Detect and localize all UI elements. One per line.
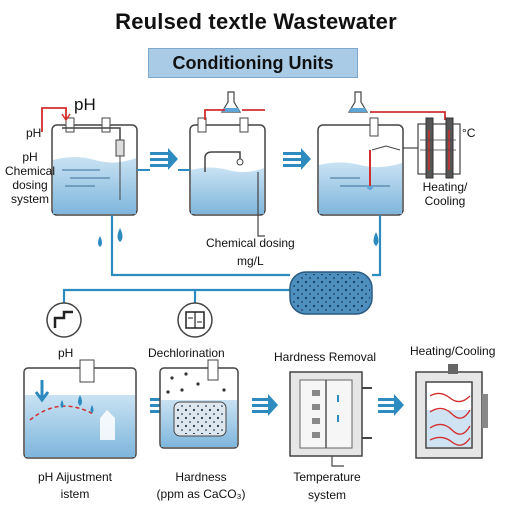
flow-arrow-5 bbox=[378, 394, 404, 416]
diagram-title: Reulsed textle Wastewater bbox=[115, 9, 397, 34]
ph-adjustment-title: pH bbox=[58, 346, 74, 360]
hardness-label-line-1: Hardness bbox=[175, 470, 227, 484]
hardness-removal-unit bbox=[289, 371, 372, 467]
dechlorination-title: Dechlorination bbox=[148, 346, 225, 360]
drop-icon bbox=[117, 228, 123, 242]
hardness-label-line-2: (ppm as CaCO₃) bbox=[156, 487, 246, 501]
dosing-label-line-1: pH bbox=[22, 150, 38, 164]
dosing-flask-icon-2 bbox=[347, 91, 369, 113]
temperature-unit-label: °C bbox=[462, 126, 476, 140]
ph-adjustment-label-line-2: istem bbox=[60, 487, 90, 501]
heating-cooling-title: Heating/Cooling bbox=[410, 344, 496, 358]
flow-arrow-4 bbox=[252, 394, 278, 416]
dosing-label-line-3: dosing bbox=[12, 178, 48, 192]
flow-arrow-1 bbox=[150, 148, 178, 170]
tank-ph-adjustment bbox=[23, 359, 137, 459]
heating-cooling-label-line-2: Cooling bbox=[424, 194, 466, 208]
temperature-system-label-line-1: Temperature bbox=[293, 470, 361, 484]
subtitle-banner: Conditioning Units bbox=[148, 48, 358, 78]
ph-label-small: pH bbox=[26, 126, 42, 140]
tank-ph-dosing bbox=[51, 117, 138, 216]
tank-heating bbox=[317, 117, 404, 216]
heating-cooling-unit bbox=[415, 364, 488, 459]
dosing-label-line-4: system bbox=[10, 192, 49, 206]
dechlorination-icon bbox=[177, 302, 213, 338]
ph-dosing-line bbox=[41, 107, 67, 132]
ph-label-big: pH bbox=[74, 95, 96, 114]
drop-icon bbox=[98, 236, 102, 247]
dosing-label-line-2: Chemical bbox=[4, 164, 55, 178]
tank-dechlorination bbox=[159, 359, 239, 449]
drop-icon bbox=[373, 232, 379, 246]
ph-adjustment-label-line-1: pH Aijustment bbox=[37, 470, 113, 484]
tank-chemical-dosing bbox=[189, 117, 266, 216]
return-pipe bbox=[110, 215, 290, 277]
temperature-system-label-line-2: system bbox=[307, 488, 346, 502]
heating-cooling-probes bbox=[417, 117, 461, 179]
heating-cooling-label-line-1: Heating/ bbox=[422, 180, 468, 194]
flow-arrow-2 bbox=[283, 148, 311, 170]
hardness-removal-title: Hardness Removal bbox=[274, 350, 377, 364]
ph-valve-icon bbox=[46, 302, 82, 338]
dosing-flask-icon bbox=[220, 91, 242, 113]
mgl-label: mg/L bbox=[237, 254, 264, 268]
chemical-dosing-label: Chemical dosing bbox=[206, 236, 295, 250]
